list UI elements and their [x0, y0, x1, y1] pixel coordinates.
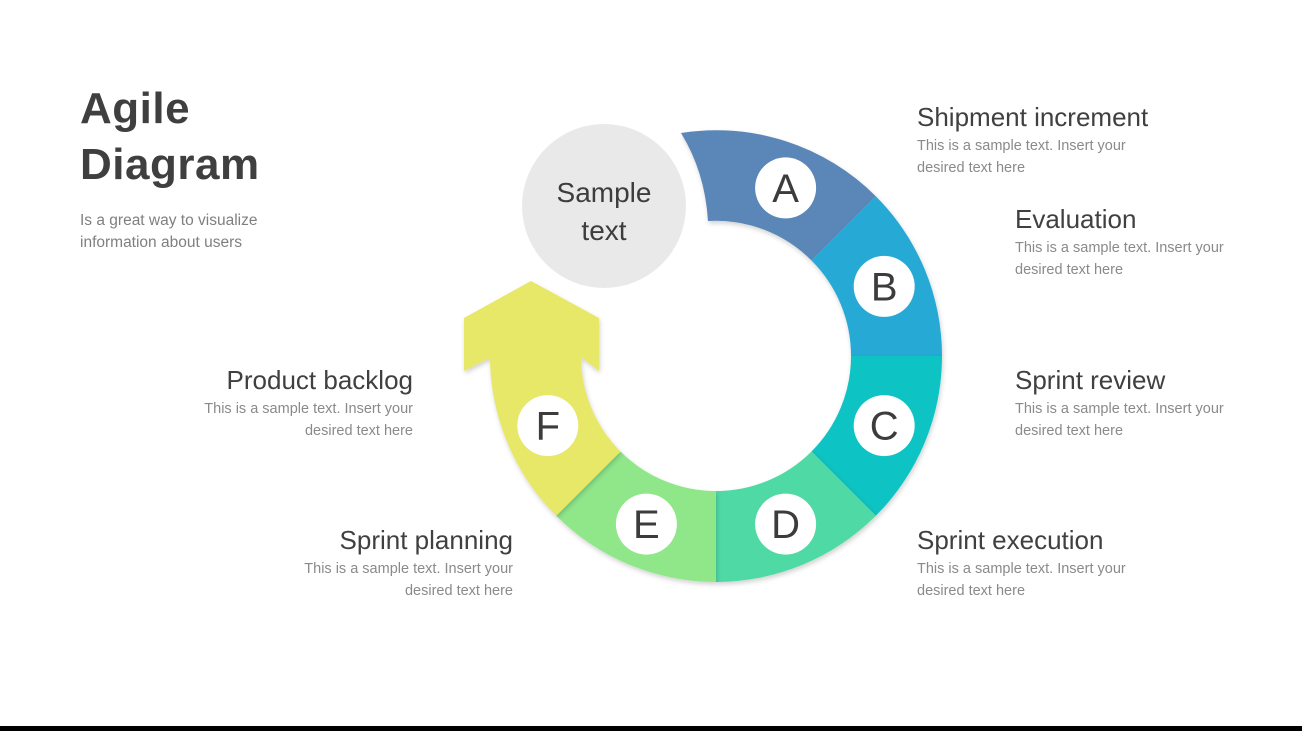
step-label-sprint-planning: Sprint planning This is a sample text. I… — [304, 524, 513, 602]
step-description-line2: desired text here — [917, 160, 1026, 176]
step-title: Sprint planning — [339, 525, 513, 555]
step-f-letter: F — [536, 405, 560, 449]
step-e-letter: E — [633, 503, 660, 547]
step-title: Product backlog — [226, 365, 413, 395]
step-description: This is a sample text. Insert your desir… — [1015, 398, 1224, 442]
slide-subtitle-line1: Is a great way to visualize — [80, 212, 258, 229]
page-title-line1: Agile — [80, 84, 191, 133]
step-title: Evaluation — [1015, 204, 1137, 234]
center-circle-text-line2: text — [581, 215, 626, 246]
step-description-line2: desired text here — [917, 583, 1026, 599]
step-label-evaluation: Evaluation This is a sample text. Insert… — [1015, 203, 1224, 281]
step-d-badge — [755, 493, 817, 555]
step-title: Shipment increment — [917, 102, 1149, 132]
step-b-letter: B — [871, 265, 898, 309]
step-description-line2: desired text here — [304, 423, 413, 439]
step-description: This is a sample text. Insert your desir… — [917, 558, 1126, 602]
step-f-badge — [517, 395, 579, 457]
step-description-line1: This is a sample text. Insert your — [917, 138, 1126, 154]
page-title: Agile Diagram — [80, 81, 260, 193]
step-description-line1: This is a sample text. Insert your — [1015, 401, 1224, 417]
step-description: This is a sample text. Insert your desir… — [917, 135, 1148, 179]
step-badges: A B C D E F — [517, 157, 915, 555]
step-c-letter: C — [870, 405, 899, 449]
page-title-line2: Diagram — [80, 140, 260, 189]
step-e-badge — [615, 493, 677, 555]
bottom-border-bar — [0, 726, 1302, 731]
step-d-letter: D — [771, 503, 800, 547]
step-description-line1: This is a sample text. Insert your — [1015, 240, 1224, 256]
step-description-line1: This is a sample text. Insert your — [917, 561, 1126, 577]
slide-subtitle-line2: information about users — [80, 234, 242, 251]
center-circle — [522, 124, 686, 288]
slide-title-block: Agile Diagram Is a great way to visualiz… — [80, 81, 260, 254]
center-circle-group: Sample text — [522, 124, 686, 288]
step-b-badge — [853, 255, 915, 317]
step-title: Sprint execution — [917, 525, 1104, 555]
step-description-line2: desired text here — [404, 583, 513, 599]
step-label-sprint-execution: Sprint execution This is a sample text. … — [917, 524, 1126, 602]
step-c-badge — [853, 395, 915, 457]
step-label-shipment-increment: Shipment increment This is a sample text… — [917, 101, 1148, 179]
step-label-sprint-review: Sprint review This is a sample text. Ins… — [1015, 364, 1224, 442]
slide-subtitle: Is a great way to visualize information … — [80, 210, 260, 254]
step-description: This is a sample text. Insert your desir… — [1015, 237, 1224, 281]
step-a-badge — [755, 157, 817, 219]
step-description-line2: desired text here — [1015, 262, 1124, 278]
step-description-line2: desired text here — [1015, 423, 1124, 439]
step-label-product-backlog: Product backlog This is a sample text. I… — [204, 364, 413, 442]
center-circle-text-line1: Sample — [557, 177, 652, 208]
step-description-line1: This is a sample text. Insert your — [304, 561, 513, 577]
step-description: This is a sample text. Insert your desir… — [304, 558, 513, 602]
step-description: This is a sample text. Insert your desir… — [204, 398, 413, 442]
step-title: Sprint review — [1015, 365, 1166, 395]
step-a-letter: A — [772, 167, 799, 211]
step-description-line1: This is a sample text. Insert your — [204, 401, 413, 417]
